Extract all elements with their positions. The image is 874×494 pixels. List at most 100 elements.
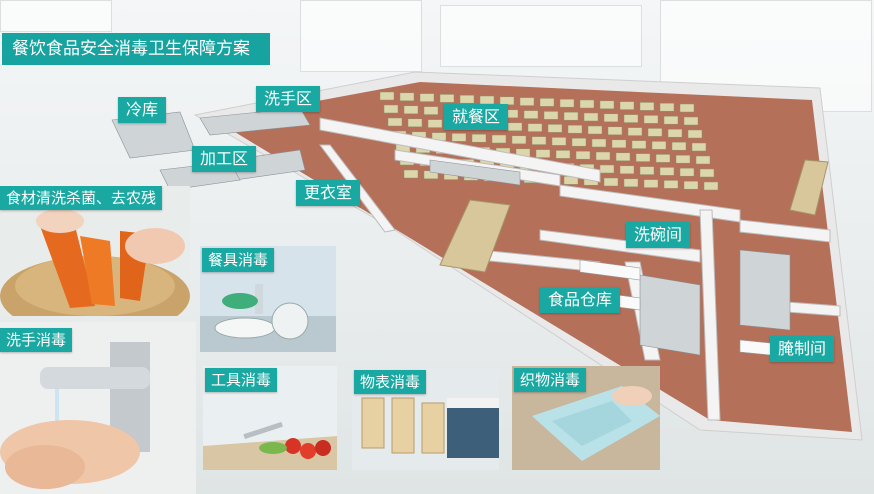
dining-table	[535, 149, 551, 158]
dining-table	[639, 166, 655, 175]
dining-table	[663, 115, 679, 125]
dining-table	[659, 102, 675, 112]
dining-table	[603, 177, 619, 187]
label-tools: 工具消毒	[205, 368, 278, 392]
dining-table	[479, 95, 495, 105]
dining-table	[679, 167, 695, 177]
dining-table	[595, 151, 611, 161]
dining-table	[403, 105, 419, 115]
dining-table	[615, 152, 631, 162]
label-pickling-room: 腌制间	[770, 336, 835, 362]
label-ingredient-wash: 食材清洗杀菌、去农残	[0, 186, 163, 210]
label-food-warehouse: 食品仓库	[540, 287, 621, 313]
dining-table	[603, 113, 619, 123]
dining-table	[583, 112, 599, 122]
page-title: 餐饮食品安全消毒卫生保障方案	[2, 33, 270, 65]
photo-tools: 工具消毒	[203, 366, 337, 470]
dining-table	[631, 140, 647, 149]
dining-table	[639, 102, 655, 111]
dining-table	[523, 110, 539, 119]
stairs	[439, 199, 511, 273]
background-shelf	[0, 0, 112, 32]
dining-table	[643, 179, 659, 188]
dining-table	[643, 115, 659, 124]
dining-table	[551, 137, 567, 146]
dining-table	[699, 168, 715, 178]
dining-table	[491, 134, 507, 144]
dining-table	[547, 124, 563, 133]
dining-table	[427, 119, 443, 128]
photo-fabric: 织物消毒	[512, 366, 660, 470]
dining-table	[667, 128, 683, 138]
dining-table	[599, 164, 615, 174]
label-handwash: 洗手消毒	[0, 328, 73, 352]
photo-surfaces: 物表消毒	[352, 368, 499, 470]
dining-table	[671, 141, 687, 151]
dining-table	[687, 129, 703, 139]
dining-table	[555, 150, 571, 159]
dining-table-grid	[379, 91, 719, 191]
dining-table	[647, 128, 663, 137]
dining-table	[623, 114, 639, 123]
dining-table	[511, 135, 527, 145]
dining-table	[527, 123, 543, 132]
dining-table	[623, 178, 639, 188]
photo-tableware: 餐具消毒	[200, 246, 336, 352]
dining-table	[407, 118, 423, 128]
label-dishwash-room: 洗碗间	[626, 222, 691, 248]
label-dining-area: 就餐区	[444, 104, 509, 130]
dining-table	[379, 91, 395, 101]
dining-table	[531, 136, 547, 145]
kitchen-equipment	[111, 107, 791, 356]
label-fabric: 织物消毒	[514, 368, 587, 392]
dining-table	[567, 124, 583, 134]
dining-table	[703, 181, 719, 191]
dining-table	[695, 155, 711, 165]
dining-table	[691, 142, 707, 152]
photo-ingredient-wash: 食材清洗杀菌、去农残	[0, 186, 190, 316]
dining-table	[423, 106, 439, 115]
label-surfaces: 物表消毒	[354, 370, 427, 394]
dining-table	[419, 93, 435, 102]
dining-table	[619, 165, 635, 175]
dining-table	[387, 117, 403, 127]
label-changing-room: 更衣室	[296, 180, 361, 206]
background-shelf	[440, 5, 642, 67]
dining-table	[619, 101, 635, 110]
dining-table	[683, 116, 699, 126]
handwashing-image	[0, 322, 196, 494]
label-cold-storage: 冷库	[118, 97, 167, 123]
interior-walls	[319, 117, 841, 421]
dining-table	[571, 137, 587, 147]
photo-handwash: 洗手消毒	[0, 322, 196, 494]
dining-table	[611, 139, 627, 149]
dining-table	[627, 127, 643, 136]
dining-table	[607, 126, 623, 136]
dining-table	[575, 150, 591, 160]
dining-table	[663, 180, 679, 189]
stairs	[789, 159, 829, 216]
dining-table	[563, 111, 579, 121]
dining-table	[439, 94, 455, 103]
dining-table	[659, 167, 675, 176]
dining-table	[655, 154, 671, 163]
dining-table	[635, 153, 651, 162]
label-processing-area: 加工区	[192, 146, 257, 172]
dining-table	[459, 94, 475, 104]
dining-table	[591, 138, 607, 148]
dining-table	[507, 122, 523, 132]
dining-table	[403, 169, 419, 179]
background-shelf	[300, 0, 422, 72]
label-tableware: 餐具消毒	[202, 248, 275, 272]
dining-table	[383, 104, 399, 114]
carrots-washing-image	[0, 186, 190, 316]
dining-table	[587, 125, 603, 135]
dining-table	[543, 111, 559, 120]
dining-table	[675, 154, 691, 164]
label-handwash-area: 洗手区	[256, 86, 321, 112]
dining-table	[399, 92, 415, 102]
dining-table	[539, 98, 555, 107]
dining-table	[559, 98, 575, 108]
dining-table	[579, 99, 595, 109]
